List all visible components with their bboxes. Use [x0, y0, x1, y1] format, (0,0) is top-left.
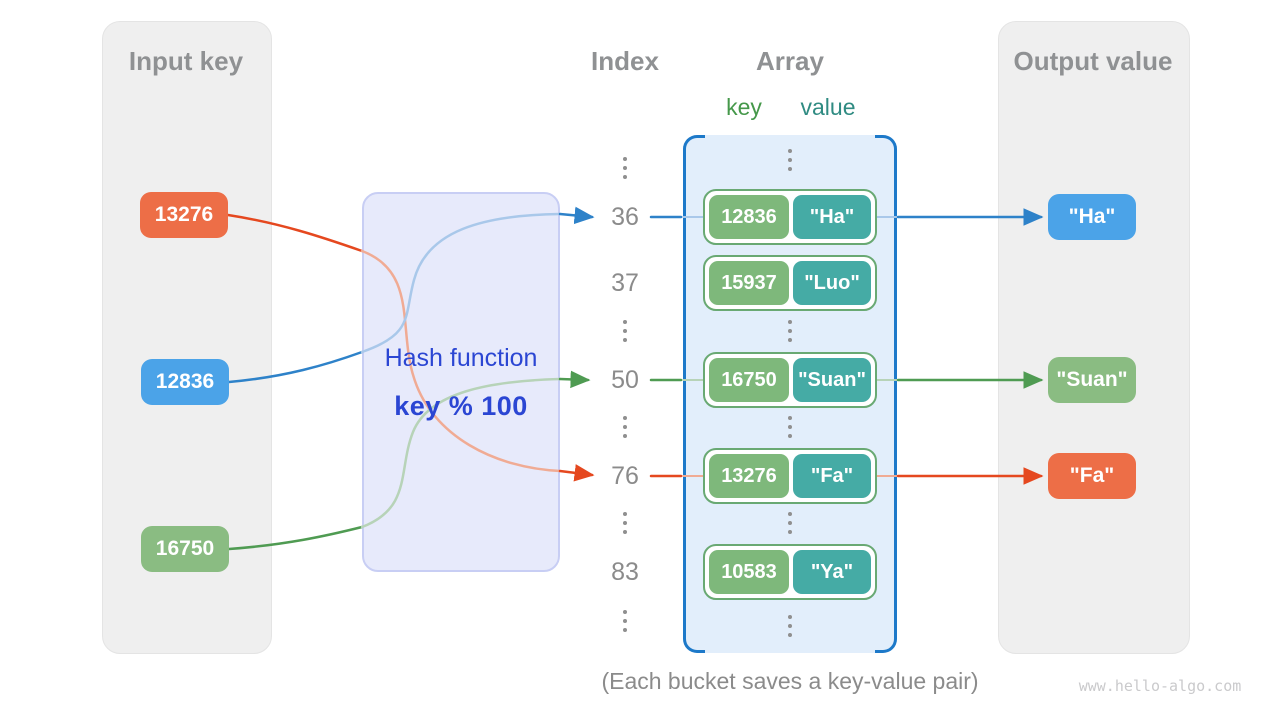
index-column-title: Index — [591, 46, 659, 76]
bucket-key: 10583 — [709, 550, 789, 594]
ellipsis-icon — [623, 416, 627, 438]
wire-orange-out — [558, 464, 595, 482]
ellipsis-icon — [623, 157, 627, 179]
wire-blue-out — [558, 206, 595, 225]
output-value-box-suan: "Suan" — [1048, 357, 1136, 403]
bucket-key: 16750 — [709, 358, 789, 402]
array-bucket: 12836 "Ha" — [703, 189, 877, 245]
array-bucket: 15937 "Luo" — [703, 255, 877, 311]
index-value-83: 83 — [611, 558, 639, 586]
bucket-value: "Luo" — [793, 261, 871, 305]
output-value-box-ha: "Ha" — [1048, 194, 1136, 240]
input-key-box-12836: 12836 — [141, 359, 229, 405]
bucket-key: 12836 — [709, 195, 789, 239]
bucket-value: "Ha" — [793, 195, 871, 239]
hash-function-label: Hash function — [384, 344, 538, 372]
array-left-bracket — [683, 135, 705, 653]
diagram-caption: (Each bucket saves a key-value pair) — [601, 668, 979, 694]
ellipsis-icon — [788, 416, 792, 438]
array-right-bracket — [875, 135, 897, 653]
input-key-box-13276: 13276 — [140, 192, 228, 238]
index-value-36: 36 — [611, 203, 639, 231]
ellipsis-icon — [623, 320, 627, 342]
ellipsis-icon — [788, 320, 792, 342]
array-bucket: 16750 "Suan" — [703, 352, 877, 408]
ellipsis-icon — [623, 610, 627, 632]
bucket-key: 13276 — [709, 454, 789, 498]
index-value-76: 76 — [611, 462, 639, 490]
ellipsis-icon — [623, 512, 627, 534]
index-value-50: 50 — [611, 366, 639, 394]
value-column-label: value — [800, 94, 856, 120]
ellipsis-icon — [788, 615, 792, 637]
wire-green-out — [558, 370, 591, 389]
bucket-value: "Suan" — [793, 358, 871, 402]
output-value-panel — [998, 21, 1190, 654]
ellipsis-icon — [788, 512, 792, 534]
output-value-title: Output value — [1013, 46, 1173, 76]
array-bucket: 13276 "Fa" — [703, 448, 877, 504]
bucket-key: 15937 — [709, 261, 789, 305]
bucket-value: "Ya" — [793, 550, 871, 594]
array-column-title: Array — [756, 46, 824, 76]
input-key-title: Input key — [128, 46, 244, 76]
input-key-box-16750: 16750 — [141, 526, 229, 572]
array-bucket: 10583 "Ya" — [703, 544, 877, 600]
index-value-37: 37 — [611, 269, 639, 297]
key-column-label: key — [726, 94, 762, 120]
bucket-value: "Fa" — [793, 454, 871, 498]
ellipsis-icon — [788, 149, 792, 171]
output-value-box-fa: "Fa" — [1048, 453, 1136, 499]
hash-function-box — [362, 192, 560, 572]
watermark-text: www.hello-algo.com — [1078, 677, 1242, 695]
hash-function-formula: key % 100 — [394, 391, 528, 421]
